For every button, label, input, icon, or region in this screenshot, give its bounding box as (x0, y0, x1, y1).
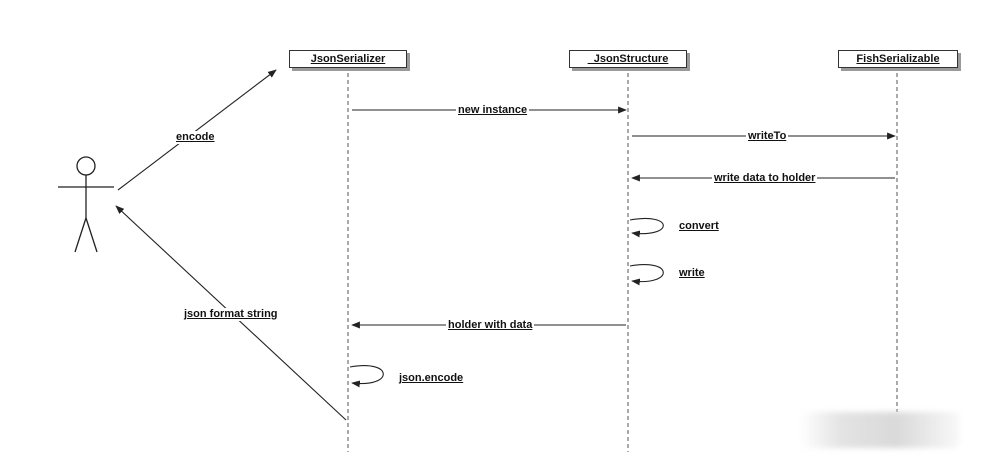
label-holder-with-data: holder with data (446, 319, 535, 332)
arrow-encode (117, 69, 277, 191)
label-write-to: writeTo (746, 130, 789, 143)
arrow-json-encode (349, 365, 384, 388)
label-encode: encode (174, 131, 217, 144)
label-write: write (679, 267, 705, 279)
lifeline-box-structure: _JsonStructure (569, 50, 687, 68)
stick-figure-actor-icon (58, 156, 114, 253)
label-json-format-string: json format string (182, 308, 280, 321)
label-write-data-to-holder: write data to holder (712, 172, 818, 185)
arrow-write (629, 264, 664, 286)
label-json-encode: json.encode (399, 372, 464, 384)
label-new-instance: new instance (456, 104, 530, 117)
arrow-convert (629, 218, 664, 238)
label-convert: convert (679, 220, 719, 232)
lifeline-box-serializable: FishSerializable (838, 50, 958, 68)
lifeline-box-serializer: JsonSerializer (289, 50, 407, 68)
blurred-watermark (800, 412, 960, 448)
